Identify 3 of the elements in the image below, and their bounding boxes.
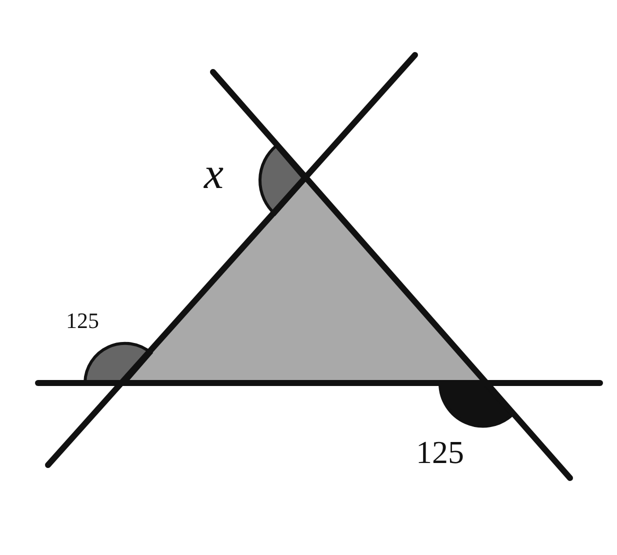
angle-value: 125 (66, 310, 99, 332)
angle-value: 125 (416, 436, 464, 468)
angle-variable: x (204, 152, 224, 196)
